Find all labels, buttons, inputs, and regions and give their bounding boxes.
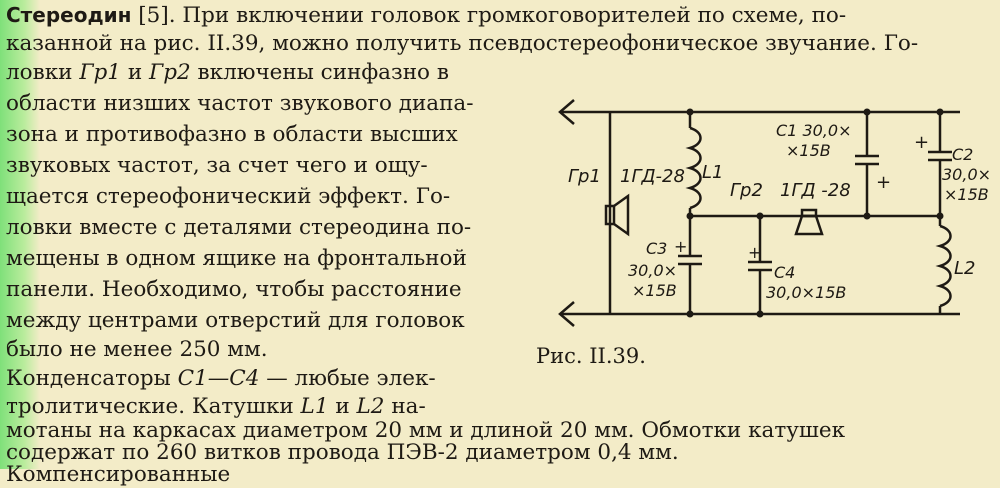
label-l2: L2 <box>954 258 975 279</box>
label-gr2: Гр2 <box>730 180 763 201</box>
text-line-7: щается стереофонический эффект. Го- <box>6 184 451 209</box>
text-line-4: области низших частот звукового диапа- <box>6 91 474 116</box>
text-line-15: мотаны на каркасах диаметром 20 мм и дли… <box>6 418 846 443</box>
coil-l2 <box>935 224 952 308</box>
text-line-14: тролитические. Катушки L1 и L2 на- <box>6 394 426 419</box>
text-line-16: содержат по 260 витков провода ПЭВ-2 диа… <box>6 440 679 465</box>
c1-plus: + <box>876 172 891 193</box>
text-line-17: Компенсированные <box>6 462 231 487</box>
label-c1-line2: ×15В <box>786 141 831 160</box>
speaker-gr1-icon <box>604 204 616 226</box>
text-line-11: между центрами отверстий для головок <box>6 308 465 333</box>
circuit-schematic: Гр1 1ГД-28 L1 Гр2 1ГД -28 С1 30,0× ×15В … <box>558 99 990 327</box>
label-c1-line1: С1 30,0× <box>776 121 851 140</box>
text-line-10: панели. Необходимо, чтобы расстояние <box>6 277 462 302</box>
label-gr1: Гр1 <box>568 166 601 187</box>
c4-plus: + <box>748 243 761 262</box>
text-line-3: ловки Гр1 и Гр2 включены синфазно в <box>6 60 449 85</box>
text-line-9: мещены в одном ящике на фронтальной <box>6 246 467 271</box>
label-c4-value: 30,0×15В <box>766 283 846 302</box>
label-l1: L1 <box>702 162 723 183</box>
label-c2-voltage: ×15В <box>944 185 989 204</box>
label-c3-voltage: ×15В <box>632 281 677 300</box>
text-line-2: казанной на рис. II.39, можно получить п… <box>6 31 919 56</box>
label-c3: С3 <box>646 239 667 258</box>
label-c2-value: 30,0× <box>942 165 990 184</box>
text-line-1: Стереодин [5]. При включении головок гро… <box>6 3 847 28</box>
label-c2: С2 <box>952 145 973 164</box>
label-c4: С4 <box>774 263 795 282</box>
text-line-13: Конденсаторы С1—С4 — любые элек- <box>6 366 436 391</box>
highlight-margin <box>0 0 40 469</box>
section-title: Стереодин <box>6 3 132 27</box>
c2-plus: + <box>914 132 929 153</box>
text-line-5: зона и противофазно в области высших <box>6 122 458 147</box>
input-arrow-top <box>558 99 575 125</box>
input-arrow-bottom <box>558 301 575 327</box>
coil-l1 <box>685 126 702 210</box>
c3-plus: + <box>674 237 687 256</box>
text-line-6: звуковых частот, за счет чего и ощу- <box>6 153 428 178</box>
figure-caption: Рис. II.39. <box>536 344 646 368</box>
label-gr1-type: 1ГД-28 <box>620 166 685 187</box>
label-gr2-type: 1ГД -28 <box>780 180 851 201</box>
text-line-8: ловки вместе с деталями стереодина по- <box>6 215 472 240</box>
label-c3-value: 30,0× <box>628 261 677 280</box>
text-line-12: было не менее 250 мм. <box>6 337 268 362</box>
